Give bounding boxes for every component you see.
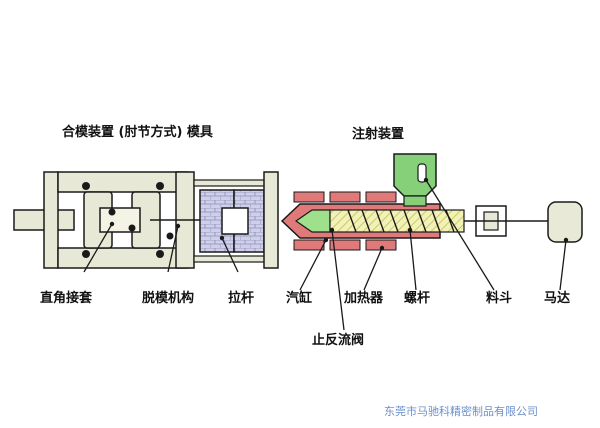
leader-dot [219,235,225,241]
rear-plate [43,171,59,269]
label-ejector: 脱模机构 [142,291,195,306]
leader-motor [559,239,567,291]
hopper-window [417,163,427,183]
toggle-pin [166,232,174,240]
toggle-pin [82,250,90,258]
label-injection-section: 注射装置 [352,127,405,142]
toggle-pin [82,182,90,190]
mold-cavity [221,207,249,235]
arrowheads [109,177,569,251]
leader-tie-bar [221,237,239,273]
leader-check-valve [331,229,345,331]
heater-band [365,191,397,203]
label-mold-section: 合模装置 (肘节方式) 模具 [62,125,213,140]
leader-dot [323,237,329,243]
toggle-pin [156,182,164,190]
hopper-throat [403,195,427,207]
toggle-frame-bottom [57,247,189,269]
hopper [393,153,437,197]
leader-heater [363,247,383,291]
tie-bar-top [193,179,271,187]
label-cylinder: 汽缸 [286,291,313,306]
label-screw: 螺杆 [404,291,431,306]
leader-dot [109,221,115,227]
leader-screw [409,229,417,291]
screw-flights [347,209,455,233]
heater-band [293,239,325,251]
label-check-valve: 止反流阀 [312,333,365,348]
leader-dot [175,223,181,229]
leader-ejector [167,225,179,273]
clamping-unit [13,171,205,269]
label-tie-bar: 拉杆 [228,291,255,306]
label-hopper: 料斗 [486,291,513,306]
mold [193,171,279,269]
leader-hopper [425,179,495,291]
label-heater: 加热器 [344,291,384,306]
leader-dot [329,227,335,233]
toggle-frame-top [57,171,189,193]
label-toggle-sleeve: 直角接套 [40,291,93,306]
leader-dot [379,245,385,251]
leader-dot [423,177,429,183]
toggle-pin [156,250,164,258]
leader-lines [83,179,567,331]
toggle-pin [128,224,136,232]
leader-dot [563,237,569,243]
motor [547,201,583,243]
heater-band [329,239,361,251]
heater-band [293,191,325,203]
fixed-plate [263,171,279,269]
label-motor: 马达 [544,291,571,306]
heater-band [329,191,361,203]
leader-dot [407,227,413,233]
leader-toggle-sleeve [83,223,113,273]
toggle-pin [108,208,116,216]
watermark: 东莞市马驰科精密制品有限公司 [384,405,538,418]
injection-unit [280,153,583,251]
leader-cylinder [299,239,327,291]
